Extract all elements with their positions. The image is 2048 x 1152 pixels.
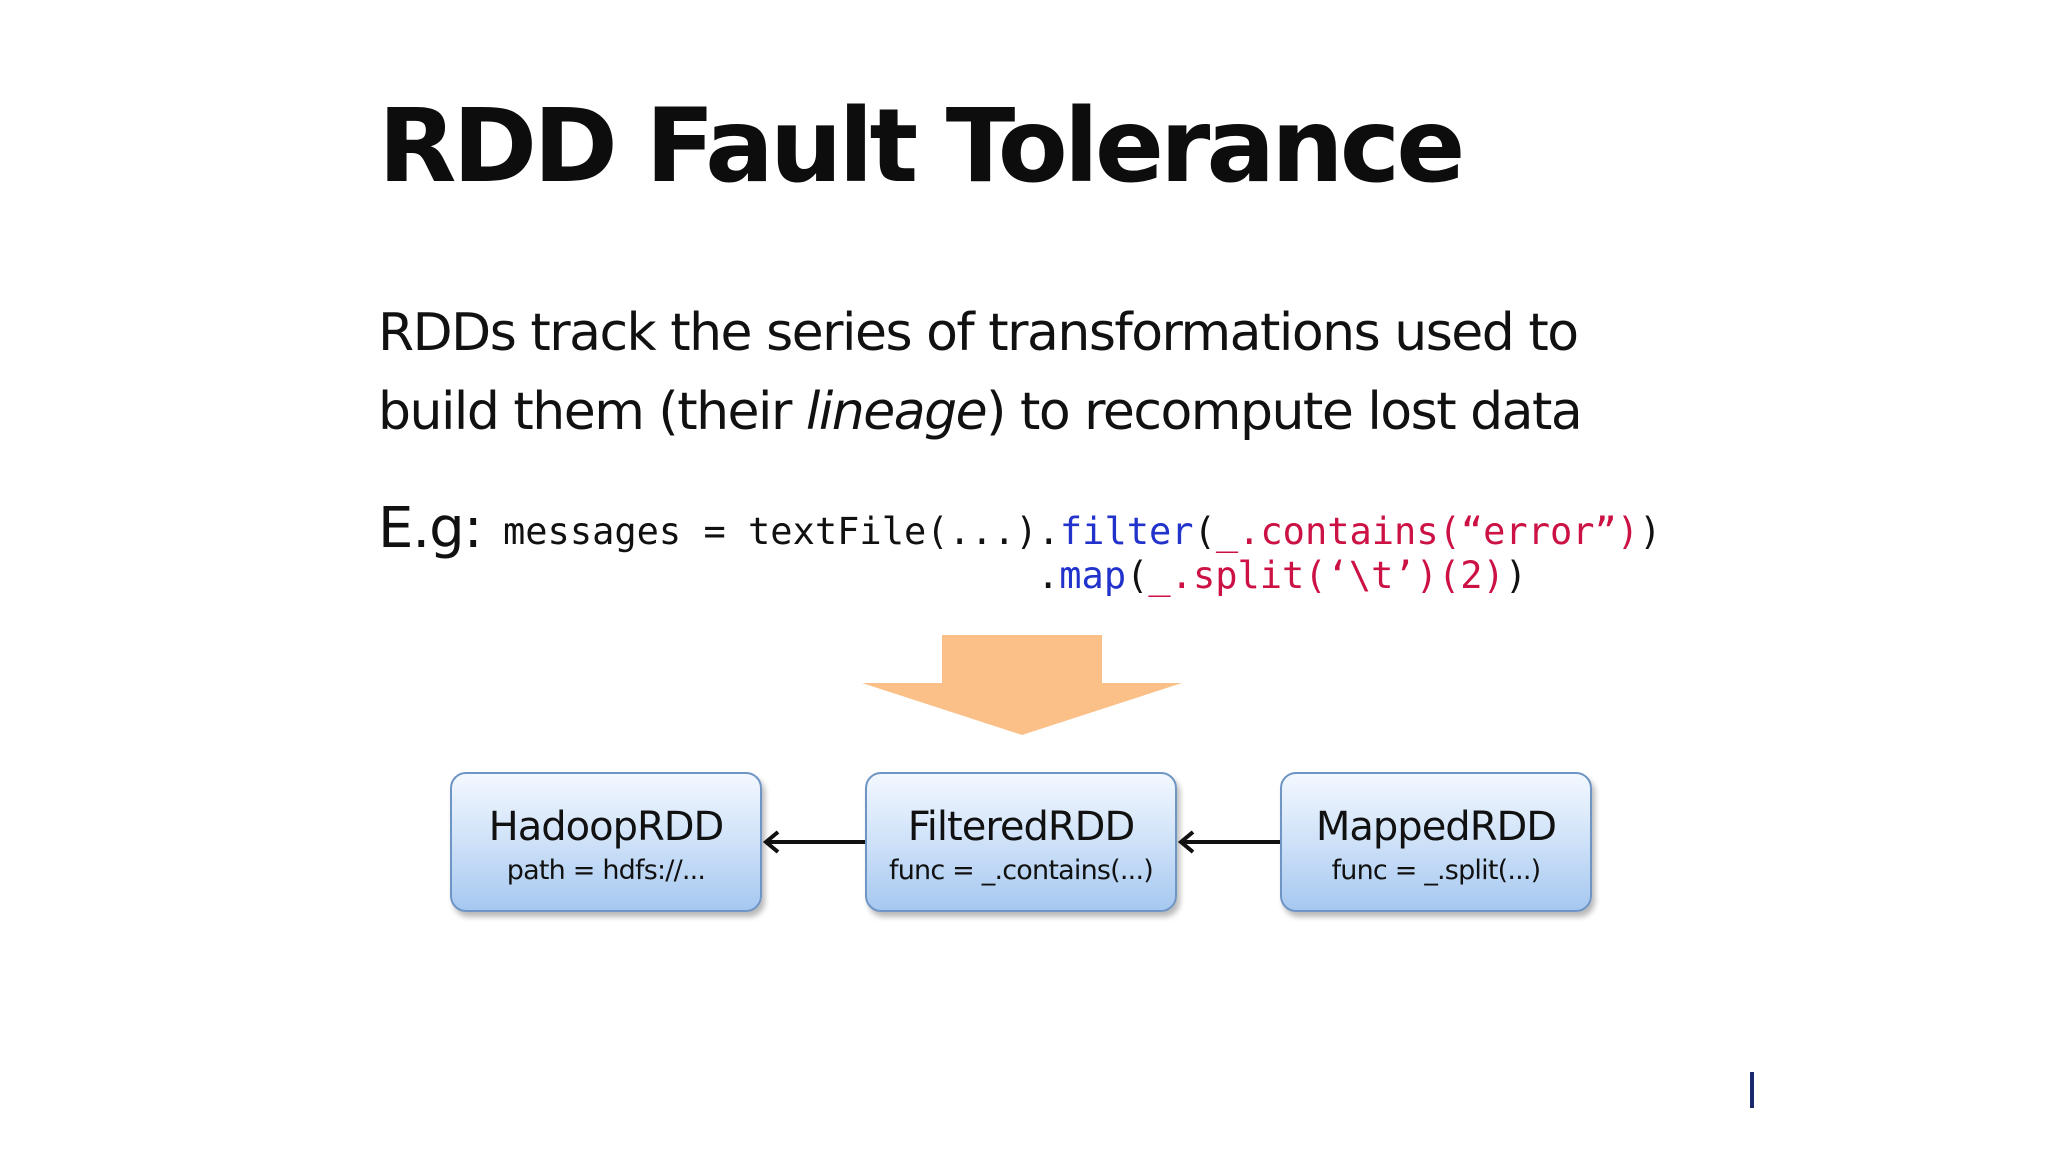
code-filter-argument: _.contains(“error”) bbox=[1215, 510, 1640, 553]
example-label: E.g: bbox=[378, 496, 483, 561]
code-line-2-close-paren: ) bbox=[1504, 554, 1528, 597]
slide-title: RDD Fault Tolerance bbox=[378, 87, 1465, 206]
hadoop-rdd-node: HadoopRDD path = hdfs://... bbox=[450, 772, 762, 912]
code-line-1-plain: messages = textFile(...). bbox=[503, 510, 1060, 553]
mapped-rdd-node: MappedRDD func = _.split(...) bbox=[1280, 772, 1592, 912]
code-filter-method: filter bbox=[1059, 510, 1194, 553]
left-arrow-icon bbox=[762, 830, 865, 854]
code-line-2: .map(_.split(‘\t’)(2)) bbox=[1037, 554, 1527, 598]
code-line-1-open-paren: ( bbox=[1193, 510, 1216, 553]
filtered-rdd-name: FilteredRDD bbox=[907, 804, 1136, 850]
slide-body-text: RDDs track the series of transformations… bbox=[378, 294, 1708, 452]
code-line-2-open-paren: ( bbox=[1126, 554, 1149, 597]
code-line-2-dot: . bbox=[1037, 554, 1060, 597]
body-text-part-2: ) to recompute lost data bbox=[986, 382, 1583, 442]
mapped-rdd-name: MappedRDD bbox=[1315, 804, 1557, 850]
code-line-1: messages = textFile(...).filter(_.contai… bbox=[503, 510, 1661, 554]
body-text-lineage: lineage bbox=[805, 382, 988, 442]
body-text-part-1: RDDs track the series of transformations… bbox=[378, 303, 1579, 442]
filtered-rdd-detail: func = _.contains(...) bbox=[889, 855, 1154, 886]
hadoop-rdd-detail: path = hdfs://... bbox=[506, 855, 706, 886]
filtered-rdd-node: FilteredRDD func = _.contains(...) bbox=[865, 772, 1177, 912]
code-line-1-close-paren: ) bbox=[1639, 510, 1662, 553]
text-cursor-mark bbox=[1750, 1072, 1754, 1108]
hadoop-rdd-name: HadoopRDD bbox=[488, 804, 725, 850]
mapped-rdd-detail: func = _.split(...) bbox=[1331, 855, 1542, 886]
code-map-argument: _.split(‘\t’)(2) bbox=[1148, 554, 1505, 597]
code-map-method: map bbox=[1059, 554, 1127, 597]
down-arrow-shape bbox=[862, 635, 1182, 735]
left-arrow-icon bbox=[1177, 830, 1280, 854]
down-arrow-icon bbox=[862, 635, 1182, 735]
